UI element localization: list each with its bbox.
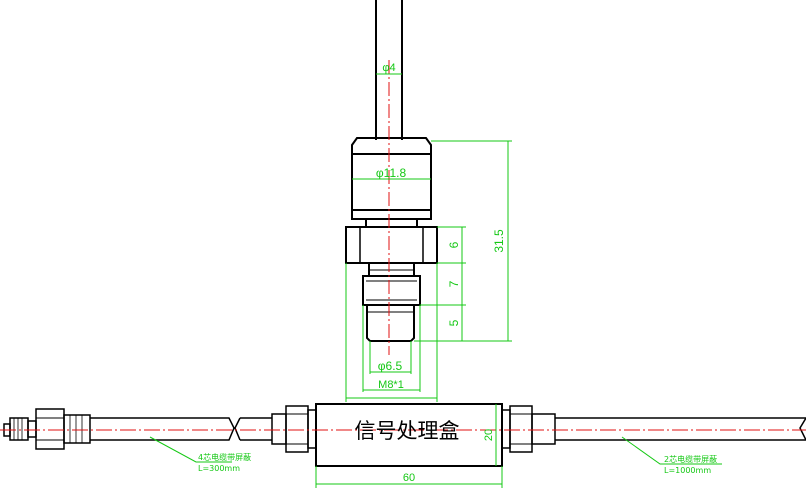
cable-right <box>555 417 806 441</box>
cable-left <box>90 417 235 441</box>
label-dia-tip: φ6.5 <box>378 359 403 373</box>
label-dia-rod: φ4 <box>382 62 395 74</box>
label-thread: M8*1 <box>378 379 404 391</box>
sensor-head <box>351 137 432 220</box>
labels: φ4 φ11.8 φ6.5 M8*1 31.5 6 7 5 信号处理盒 20 6… <box>198 62 717 484</box>
left-connector <box>3 408 91 450</box>
sensor-dimensions <box>345 73 512 402</box>
label-box-length: 60 <box>403 472 415 484</box>
sensor-tip <box>366 304 415 342</box>
signal-box-title: 信号处理盒 <box>355 419 460 443</box>
label-len-tip: 5 <box>447 319 461 326</box>
box-dimensions <box>315 404 503 488</box>
label-len-total: 31.5 <box>492 229 506 253</box>
label-len-thread: 7 <box>447 280 461 287</box>
cable-left-name: 4芯电缆带屏蔽 <box>198 452 251 462</box>
sensor-thread <box>362 275 421 306</box>
cable-right-length: L=1000mm <box>664 466 711 475</box>
sensor-rod <box>375 0 403 140</box>
cable-left-length: L=300mm <box>198 464 240 473</box>
cable-leaders <box>149 436 722 465</box>
cable-right-name: 2芯电缆带屏蔽 <box>664 454 717 464</box>
label-dia-head: φ11.8 <box>376 166 407 180</box>
cables <box>90 417 806 441</box>
label-box-height: 20 <box>483 429 495 441</box>
label-len-hex: 6 <box>447 241 461 248</box>
signal-box <box>271 403 556 467</box>
